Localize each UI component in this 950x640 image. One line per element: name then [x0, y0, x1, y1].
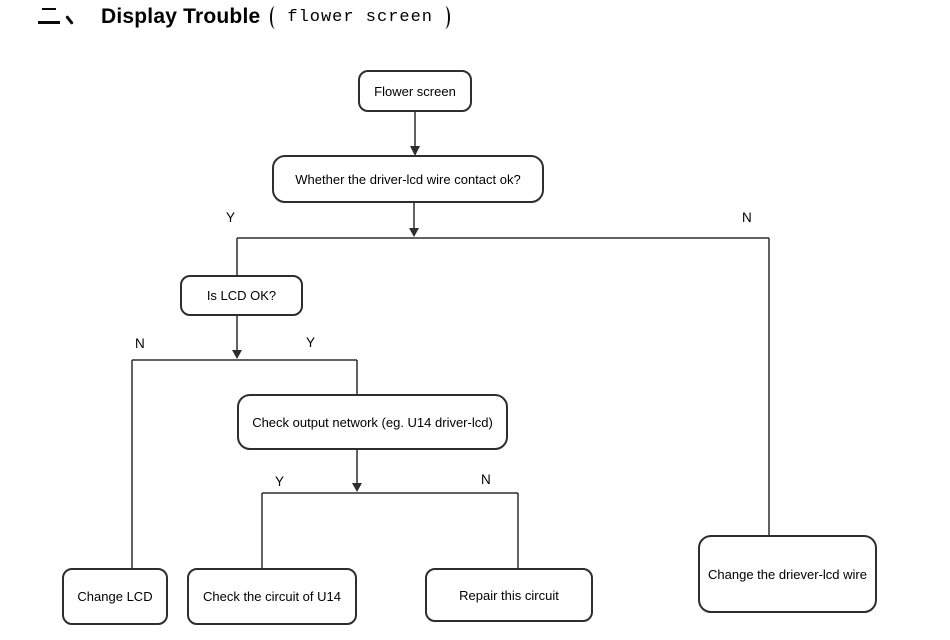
page-title: 二、 Display Trouble （flower screen） flowe… [38, 2, 450, 32]
node-is-lcd-ok: Is LCD OK? [180, 275, 303, 316]
arrowhead-into-whether [410, 146, 420, 156]
node-repair-circuit: Repair this circuit [425, 568, 593, 622]
title-annotation-text: flower screen [287, 7, 433, 27]
title-numbering: 二、 [38, 5, 83, 30]
branch-label-lcd-no: N [135, 336, 145, 351]
branch-label-lcd-yes: Y [306, 335, 316, 350]
branch-label-net-yes: Y [275, 474, 285, 489]
branch-label-wire-no: N [742, 210, 752, 225]
node-check-output-network: Check output network (eg. U14 driver-lcd… [237, 394, 508, 450]
fullwidth-open-paren-glyph [270, 5, 280, 29]
node-change-lcd: Change LCD [62, 568, 168, 625]
node-change-driever-lcd-wire: Change the driever-lcd wire [698, 535, 877, 613]
fullwidth-close-paren-glyph [440, 5, 450, 29]
cjk-two-glyph [38, 5, 61, 25]
node-whether-wire-contact: Whether the driver-lcd wire contact ok? [272, 155, 544, 203]
title-main: Display Trouble [101, 5, 261, 28]
branch-label-wire-yes: Y [226, 210, 236, 225]
arrowhead-lcd-branch [232, 350, 242, 359]
title-annotation: （flower screen） flower screen [270, 3, 450, 31]
arrowhead-net-branch [352, 483, 362, 492]
node-flower-screen: Flower screen [358, 70, 472, 112]
arrowhead-wire-branch [409, 228, 419, 237]
branch-label-net-no: N [481, 472, 491, 487]
node-check-circuit-u14: Check the circuit of U14 [187, 568, 357, 625]
